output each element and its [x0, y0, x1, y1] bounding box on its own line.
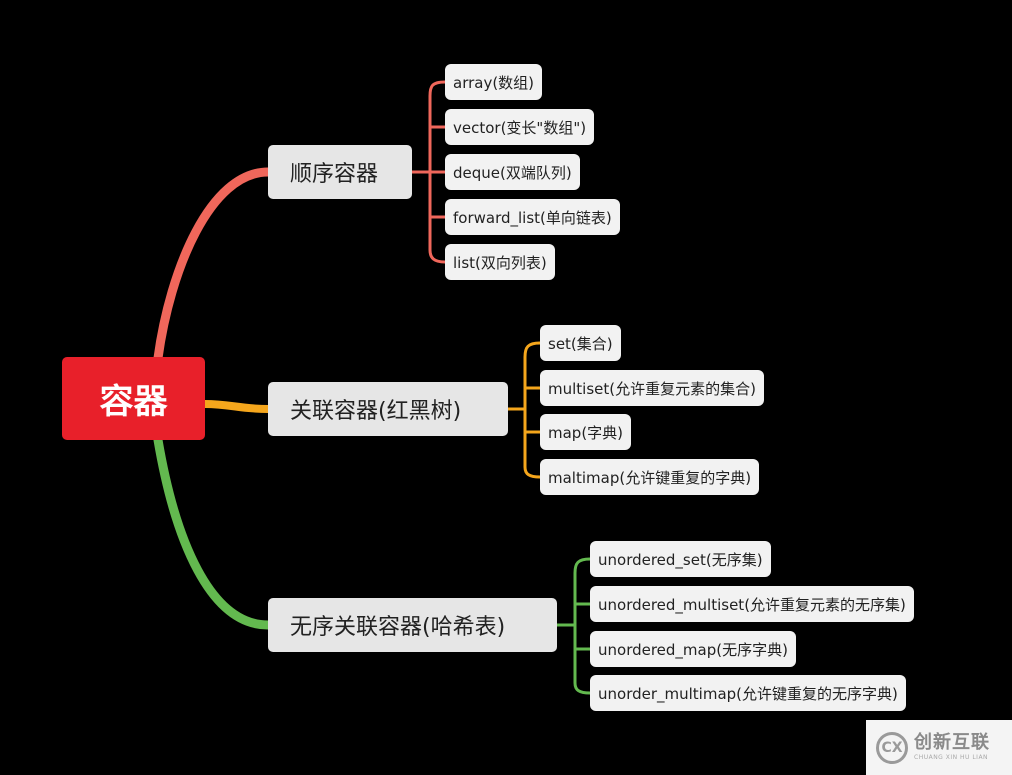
leaf-node[interactable]: unordered_multiset(允许重复元素的无序集) [590, 586, 914, 622]
branch-node-unordered[interactable]: 无序关联容器(哈希表) [268, 598, 557, 652]
leaf-node[interactable]: list(双向列表) [445, 244, 555, 280]
leaf-node[interactable]: multiset(允许重复元素的集合) [540, 370, 764, 406]
leaf-node[interactable]: deque(双端队列) [445, 154, 580, 190]
cx-logo-icon: CX [876, 731, 908, 764]
leaf-node[interactable]: maltimap(允许键重复的字典) [540, 459, 760, 495]
watermark-subtitle: CHUANG XIN HU LIAN [914, 754, 989, 761]
branch-node-sequence[interactable]: 顺序容器 [268, 145, 412, 199]
leaf-node[interactable]: set(集合) [540, 325, 621, 361]
root-node[interactable]: 容器 [62, 357, 205, 440]
leaf-node[interactable]: unorder_multimap(允许键重复的无序字典) [590, 675, 906, 711]
leaf-node[interactable]: map(字典) [540, 414, 632, 450]
watermark: CX 创新互联 CHUANG XIN HU LIAN [866, 720, 1012, 775]
root-link-0 [153, 167, 273, 363]
branch-node-associative[interactable]: 关联容器(红黑树) [268, 382, 508, 436]
branch-0-links [412, 80, 446, 264]
branch-1-links [508, 341, 541, 479]
root-link-1 [201, 400, 272, 413]
leaf-node[interactable]: forward_list(单向链表) [445, 199, 620, 235]
root-link-2 [153, 435, 273, 630]
leaf-node[interactable]: vector(变长"数组") [445, 109, 595, 145]
branch-2-links [557, 557, 591, 695]
leaf-node[interactable]: unordered_set(无序集) [590, 541, 771, 577]
leaf-node[interactable]: unordered_map(无序字典) [590, 631, 796, 667]
leaf-node[interactable]: array(数组) [445, 64, 543, 100]
watermark-name: 创新互联 [914, 732, 990, 753]
